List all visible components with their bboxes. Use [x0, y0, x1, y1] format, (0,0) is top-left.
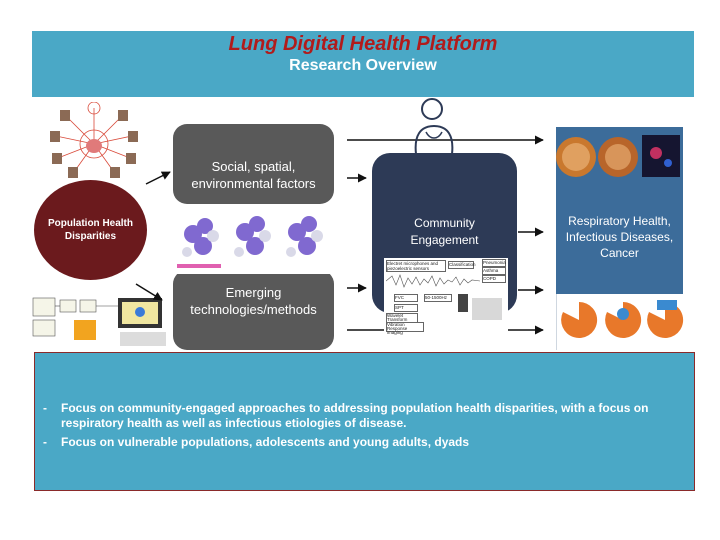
molecular-structure-image	[173, 204, 334, 274]
network-image	[50, 102, 138, 178]
copd-label: COPD	[482, 275, 506, 283]
bullet-marker-2: -	[43, 435, 47, 449]
social-line-2: environmental factors	[191, 176, 316, 191]
outcome-pie-images	[556, 294, 684, 350]
device-circuit-image	[30, 292, 172, 348]
page-subtitle: Research Overview	[289, 57, 437, 74]
sensor-schematic: Electret microphones and piezoelectric s…	[384, 258, 508, 335]
fvc-label: FVC	[394, 294, 418, 302]
outcome-panel: Respiratory Health, Infectious Diseases,…	[556, 127, 683, 294]
person-icon	[414, 98, 454, 155]
population-health-disparities-node: Population Health Disparities	[34, 180, 147, 280]
outcome-line-3: Cancer	[600, 246, 639, 260]
outcome-line-1: Respiratory Health,	[568, 214, 671, 228]
classification-label: Classification	[448, 261, 476, 269]
frequency-label: 50-1500Hz	[424, 294, 452, 302]
social-factors-box: Social, spatial, environmental factors	[173, 124, 334, 204]
tech-line-2: technologies/methods	[190, 302, 317, 317]
sensor-photo	[472, 298, 502, 320]
arrow-to-social	[145, 171, 171, 185]
vibration-label: Vibration Response imaging	[386, 322, 424, 335]
bullet-marker-1: -	[43, 401, 47, 415]
disparities-line-2: Disparities	[64, 231, 117, 242]
bullet-2: Focus on vulnerable populations, adolesc…	[61, 435, 470, 449]
community-line-2: Engagement	[410, 233, 479, 247]
header-banner: Lung Digital Health Platform Research Ov…	[32, 31, 694, 97]
emerging-technologies-box: Emerging technologies/methods	[173, 270, 334, 350]
tech-line-1: Emerging	[225, 285, 282, 300]
arrow-to-tech	[135, 283, 163, 301]
disparities-line-1: Population Health	[48, 218, 133, 229]
social-line-1: Social, spatial,	[211, 159, 296, 174]
tissue-images	[556, 135, 680, 177]
page-title: Lung Digital Health Platform	[228, 33, 498, 55]
spt-label: SPT	[394, 304, 418, 312]
bullet-1: Focus on community-engaged approaches to…	[61, 401, 649, 430]
pneumonia-label: Pneumonia	[482, 259, 506, 267]
community-line-1: Community	[414, 216, 475, 230]
electret-label: Electret microphones and piezoelectric s…	[386, 260, 446, 272]
sensor-device	[458, 294, 468, 312]
asthma-label: Asthma	[482, 267, 506, 275]
focus-box: - Focus on community-engaged approaches …	[34, 352, 695, 491]
outcome-line-2: Infectious Diseases,	[565, 230, 674, 244]
